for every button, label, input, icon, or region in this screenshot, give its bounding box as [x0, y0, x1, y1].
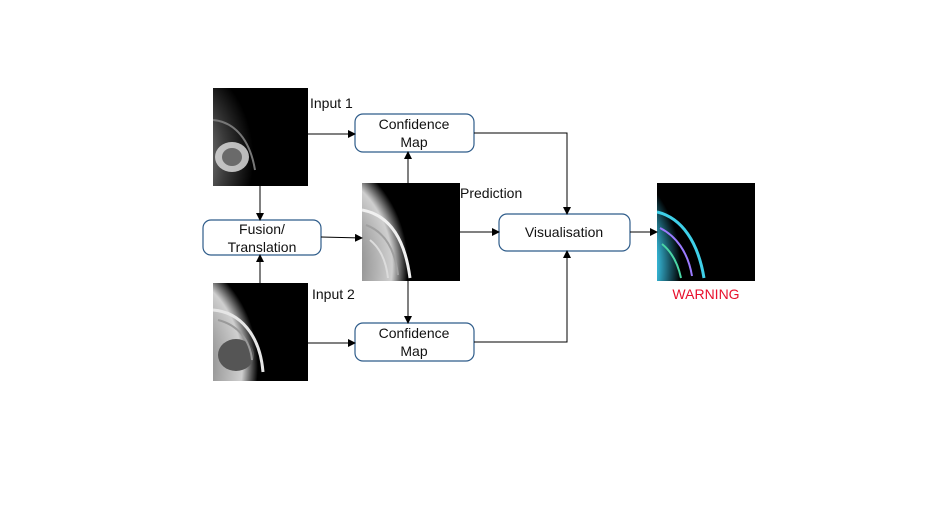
visualisation-node: Visualisation: [498, 213, 631, 252]
confidence-top-line2: Map: [400, 134, 427, 150]
visualisation-label: Visualisation: [525, 224, 603, 240]
edge-fusion-to-prediction: [320, 233, 363, 242]
fusion-translation-node: Fusion/ Translation: [202, 219, 322, 256]
edge-confidence-top-to-visualisation: [474, 132, 571, 215]
fusion-line2: Translation: [228, 239, 297, 255]
warning-label: WARNING: [672, 286, 739, 302]
confidence-top-line1: Confidence: [379, 116, 450, 132]
confidence-bottom-line1: Confidence: [379, 325, 450, 341]
confidence-map-top-node: Confidence Map: [354, 113, 475, 153]
prediction-image: [362, 183, 460, 281]
input2-label: Input 2: [312, 286, 355, 302]
confidence-map-bottom-node: Confidence Map: [354, 322, 475, 362]
edge-confidence-bottom-to-visualisation: [474, 250, 571, 343]
output-image: [657, 183, 755, 281]
prediction-label: Prediction: [460, 185, 522, 201]
confidence-bottom-line2: Map: [400, 343, 427, 359]
fusion-line1: Fusion/: [239, 221, 285, 237]
input2-image: [213, 283, 308, 381]
input1-image: [213, 88, 308, 186]
input1-label: Input 1: [310, 95, 353, 111]
